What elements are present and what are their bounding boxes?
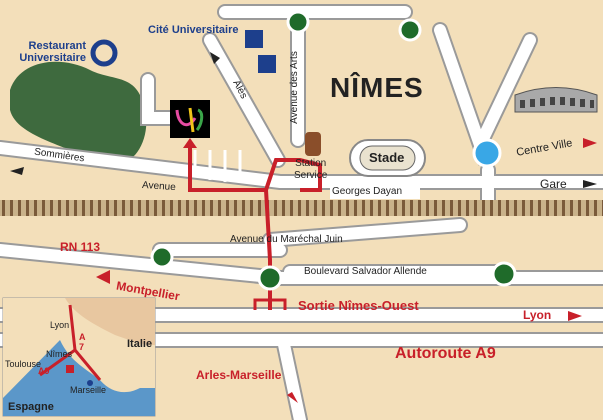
arles-marseille-label: Arles-Marseille bbox=[196, 368, 282, 382]
avenue-label: Avenue bbox=[141, 179, 177, 194]
marechal-juin-label: Avenue du Maréchal Juin bbox=[230, 234, 343, 245]
inset-a7: A 7 bbox=[79, 332, 86, 352]
avenue-des-arts-label: Avenue des Arts bbox=[288, 51, 300, 124]
inset-a9: A9 bbox=[38, 366, 50, 376]
exit-label: Sortie Nîmes-Ouest bbox=[298, 298, 419, 313]
inset-marseille: Marseille bbox=[70, 385, 107, 395]
arena-icon bbox=[514, 87, 598, 113]
roundabouts bbox=[150, 10, 517, 291]
cite-label: Cité Universitaire bbox=[148, 24, 239, 36]
station-label: Station Service bbox=[294, 158, 328, 181]
station-building bbox=[305, 132, 321, 156]
city-name: NÎMES bbox=[330, 72, 424, 103]
georges-dayan-label: Georges Dayan bbox=[332, 186, 403, 197]
inset-espagne: Espagne bbox=[8, 401, 54, 413]
inset-lyon: Lyon bbox=[50, 320, 70, 330]
inset-italie: Italie bbox=[127, 338, 153, 350]
autoroute-label: Autoroute A9 bbox=[395, 345, 496, 362]
rn113-label: RN 113 bbox=[60, 240, 101, 254]
inset-nimes: Nîmes bbox=[46, 349, 73, 359]
gare-label: Gare bbox=[540, 177, 567, 191]
park-area bbox=[10, 61, 147, 163]
railway bbox=[0, 200, 603, 216]
direction-arrows bbox=[96, 138, 597, 403]
inset-toulouse: Toulouse bbox=[5, 359, 42, 369]
cite-building-icon bbox=[245, 30, 263, 48]
restaurant-label: Restaurant Universitaire bbox=[19, 40, 86, 64]
lyon-label: Lyon bbox=[523, 308, 552, 322]
stade-label: Stade bbox=[369, 150, 405, 165]
restaurant-icon bbox=[90, 39, 118, 67]
inset-map bbox=[2, 297, 156, 417]
exit-bracket bbox=[253, 298, 287, 310]
salvador-allende-label: Boulevard Salvador Allende bbox=[304, 266, 427, 277]
